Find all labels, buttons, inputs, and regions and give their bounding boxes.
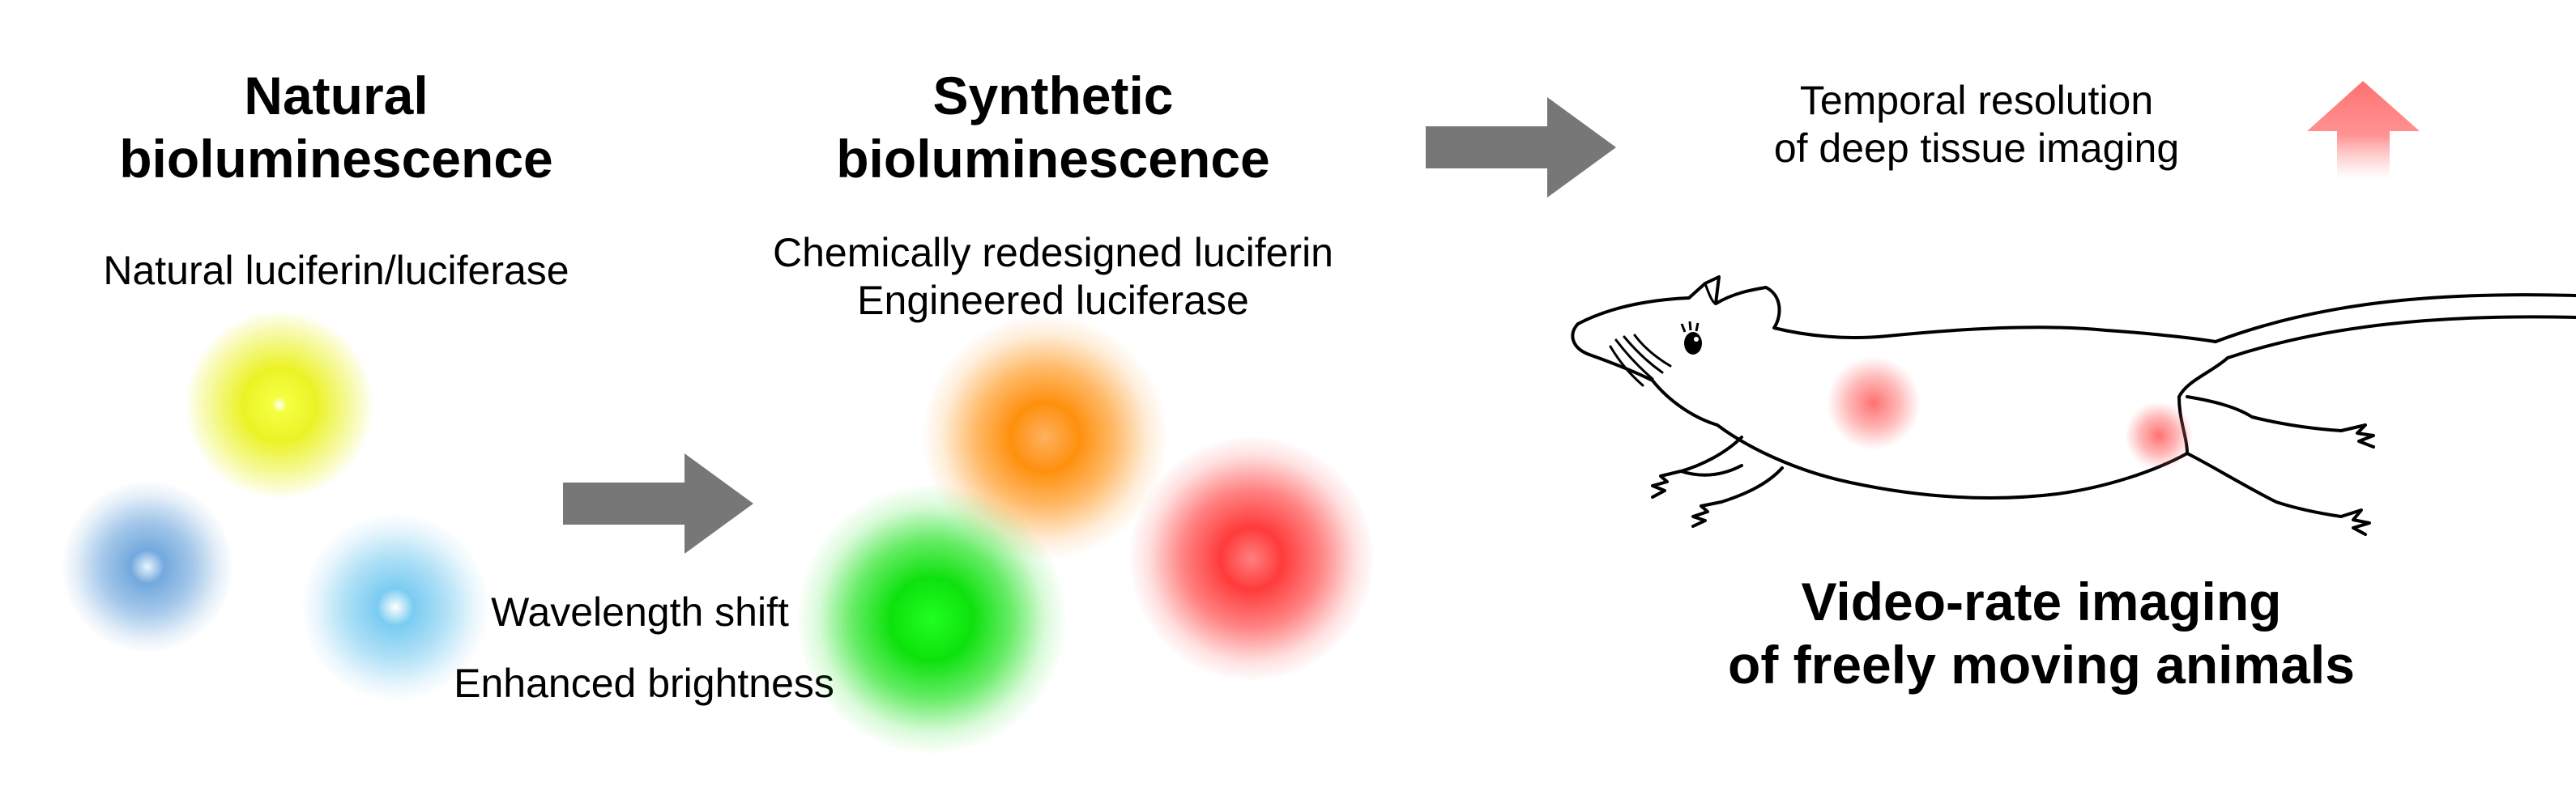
green-glow	[798, 486, 1065, 753]
natural-title-line1: Natural	[244, 66, 429, 125]
enhanced-brightness-line: Enhanced brightness	[454, 661, 834, 706]
temporal-line1: Temporal resolution	[1799, 78, 2154, 123]
arrow-shape	[563, 453, 753, 554]
natural-title-line2: bioluminescence	[119, 128, 553, 189]
mouse-snout	[1571, 322, 1719, 427]
synthetic-sub-line1: Chemically redesigned luciferin	[773, 230, 1333, 275]
synthetic-title-line1: Synthetic	[932, 66, 1174, 125]
mouse-eye-highlight	[1694, 337, 1699, 342]
cyan-glow	[302, 514, 488, 700]
synthetic-sub-line2: Engineered luciferase	[857, 278, 1249, 323]
wavelength-shift-line: Wavelength shift	[491, 589, 789, 635]
arrow-shape	[1426, 97, 1616, 198]
natural-title: Natural bioluminescence	[16, 65, 656, 191]
mouse-belly	[1716, 423, 2189, 500]
mouse-eyelashes	[1680, 321, 1700, 333]
wavelength-shift-arrow	[563, 453, 753, 554]
synthetic-subtitle: Chemically redesigned luciferin Engineer…	[680, 229, 1426, 325]
synthetic-title: Synthetic bioluminescence	[733, 65, 1373, 191]
synthetic-title-line2: bioluminescence	[836, 128, 1270, 189]
mouse-whiskers	[1609, 334, 1672, 387]
mouse-illustration	[1571, 275, 2576, 536]
increase-up-arrow	[2307, 81, 2420, 180]
mouse-eye	[1684, 332, 1702, 355]
result-arrow	[1426, 97, 1616, 198]
video-line2: of freely moving animals	[1728, 634, 2355, 695]
temporal-line2: of deep tissue imaging	[1773, 125, 2180, 171]
up-arrow-shape	[2307, 81, 2420, 180]
enhanced-brightness-text: Enhanced brightness	[381, 660, 907, 708]
mouse-tail-lower	[2226, 315, 2576, 359]
mouse-glow-abdomen	[2125, 402, 2193, 470]
video-rate-text: Video-rate imaging of freely moving anim…	[1636, 571, 2446, 697]
temporal-resolution-text: Temporal resolution of deep tissue imagi…	[1693, 77, 2260, 172]
red-glow	[1130, 437, 1373, 680]
mouse-glow-chest	[1827, 356, 1921, 450]
mouse-front-leg	[1651, 436, 1784, 528]
mouse-tail	[2214, 293, 2576, 343]
yellow-glow	[186, 312, 373, 498]
video-line1: Video-rate imaging	[1801, 572, 2282, 632]
mouse-ear	[1704, 282, 1717, 305]
natural-subtitle: Natural luciferin/luciferase	[103, 248, 569, 293]
mouse-hind-leg	[2186, 395, 2375, 536]
wavelength-shift-text: Wavelength shift	[389, 589, 891, 636]
mouse-body-top	[1576, 275, 2217, 343]
blue-glow	[62, 482, 232, 652]
